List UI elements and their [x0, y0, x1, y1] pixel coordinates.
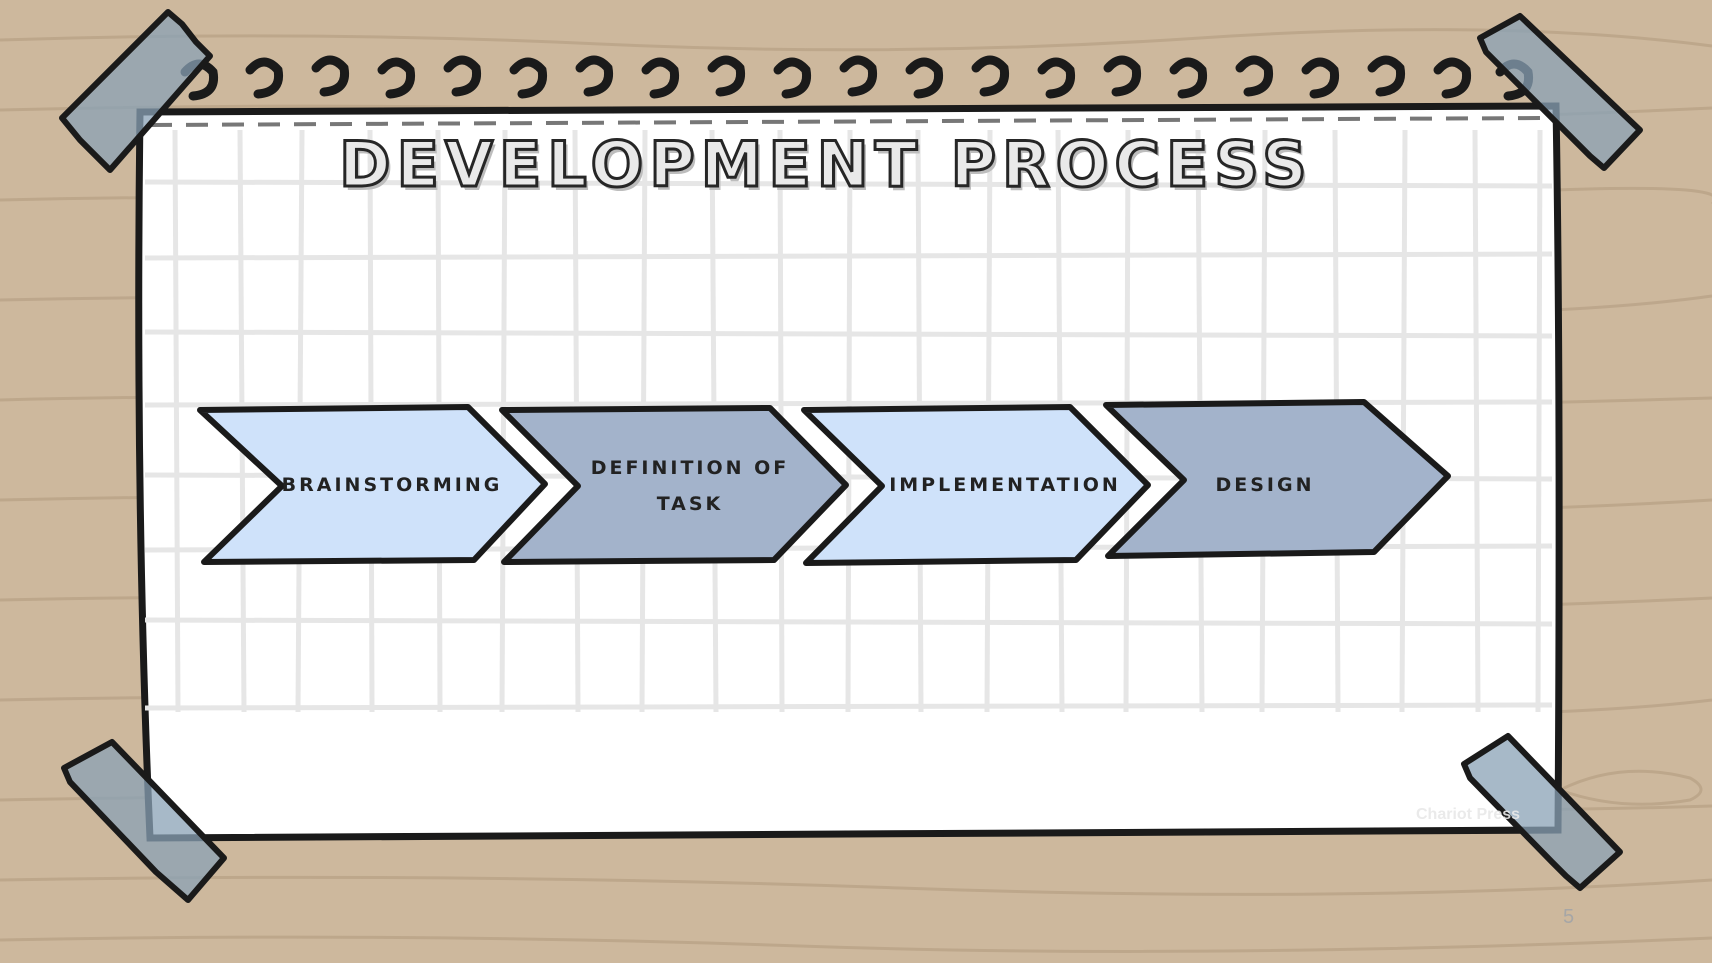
tape-pieces	[59, 9, 1643, 903]
step-label-brainstorming: BRAINSTORMING	[281, 474, 503, 496]
step-arrow-design	[1103, 399, 1451, 559]
perforation-line	[149, 116, 1546, 127]
step-label-implementation: IMPLEMENTATION	[889, 474, 1121, 496]
tape-top-right	[1477, 13, 1643, 171]
step-label-definition-of-task: DEFINITION OF TASK	[590, 457, 790, 515]
step-arrow-brainstorming	[197, 404, 548, 565]
step-arrow-implementation	[801, 404, 1151, 566]
process-arrows	[197, 399, 1451, 566]
tape-bottom-right	[1461, 733, 1623, 891]
spiral-binding	[180, 55, 1534, 101]
page-title: DEVELOPMENT PROCESS	[338, 127, 1313, 203]
watermark: Chariot Press	[1416, 806, 1521, 823]
page-number: 5	[1563, 906, 1575, 928]
step-label-design: DESIGN	[1215, 474, 1315, 496]
tape-top-left	[59, 9, 213, 173]
tape-bottom-left	[61, 739, 227, 903]
step-arrow-definition-of-task	[499, 405, 849, 565]
